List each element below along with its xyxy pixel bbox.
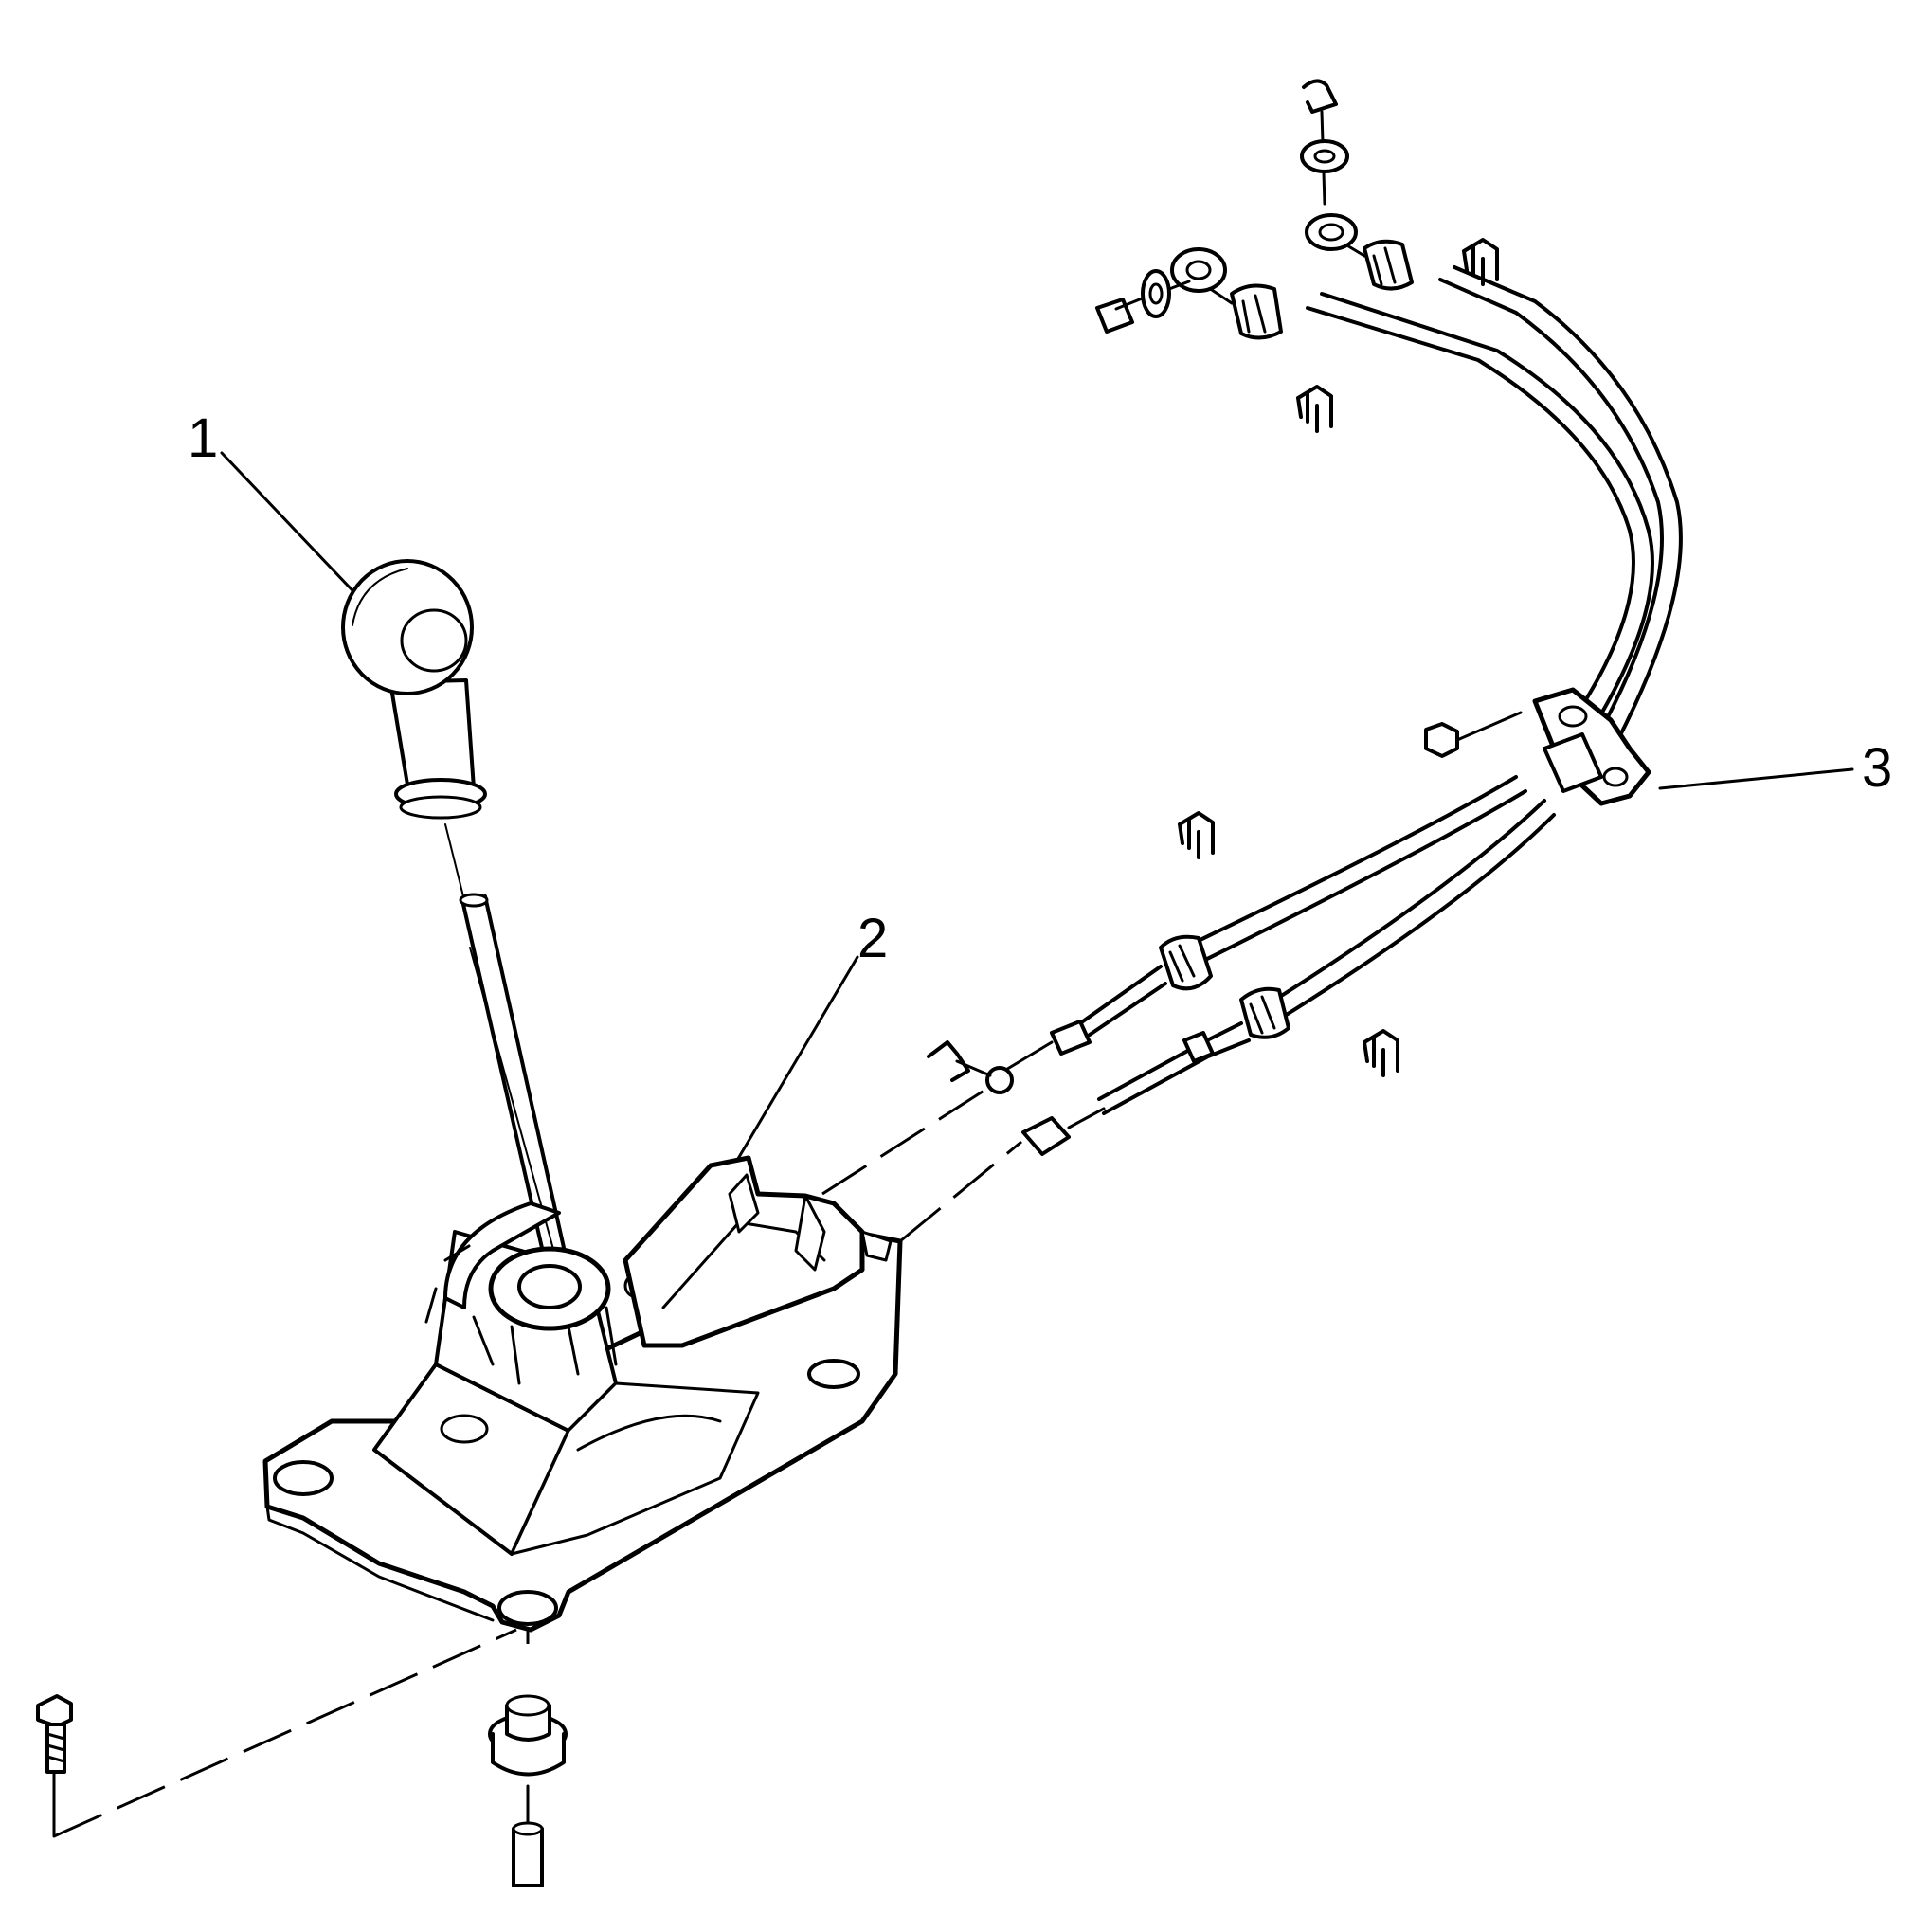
callout-1: 1 (188, 407, 370, 608)
nut (1424, 711, 1523, 758)
bushing (488, 1694, 568, 1887)
mounting-bolt (36, 1694, 73, 1838)
callout-2: 2 (728, 908, 888, 1175)
callout-1-label: 1 (188, 407, 218, 469)
cable-retainers (927, 79, 1349, 1082)
callout-3: 3 (1658, 737, 1892, 799)
assembly-lines (53, 1088, 1022, 1838)
shifter-base (262, 1155, 903, 1633)
callout-3-leader (1658, 767, 1854, 790)
callout-1-leader (220, 451, 370, 608)
callout-2-label: 2 (857, 908, 888, 969)
retaining-clips (1178, 238, 1499, 1077)
callout-3-label: 3 (1862, 737, 1892, 799)
callout-2-leader (728, 955, 859, 1175)
shift-knob (341, 559, 487, 820)
shift-cables (985, 213, 1683, 1156)
